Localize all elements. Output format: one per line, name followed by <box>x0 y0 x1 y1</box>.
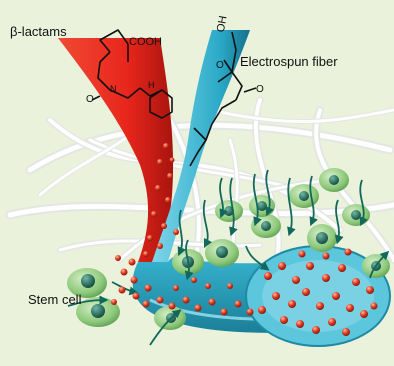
chem-o-right: O <box>256 84 264 95</box>
stem-cell <box>342 204 370 226</box>
chem-cooh: COOH <box>129 36 162 48</box>
chem-h-left: H <box>148 80 155 90</box>
stem-cell <box>215 200 243 222</box>
electrospun-fiber-label: Electrospun fiber <box>240 54 338 69</box>
chem-o-left: O <box>86 94 94 105</box>
beta-lactams-label: β-lactams <box>10 24 67 39</box>
stem-cell <box>289 184 319 208</box>
stem-cell <box>249 195 275 217</box>
stem-cell-label: Stem cell <box>28 292 81 307</box>
stem-cell <box>205 239 239 267</box>
chem-n: N <box>110 84 117 94</box>
stem-cell <box>307 224 337 252</box>
stem-cell <box>251 214 281 238</box>
stem-cell <box>319 168 349 192</box>
stem-cell <box>154 306 186 330</box>
chem-o-top: O <box>216 60 224 71</box>
